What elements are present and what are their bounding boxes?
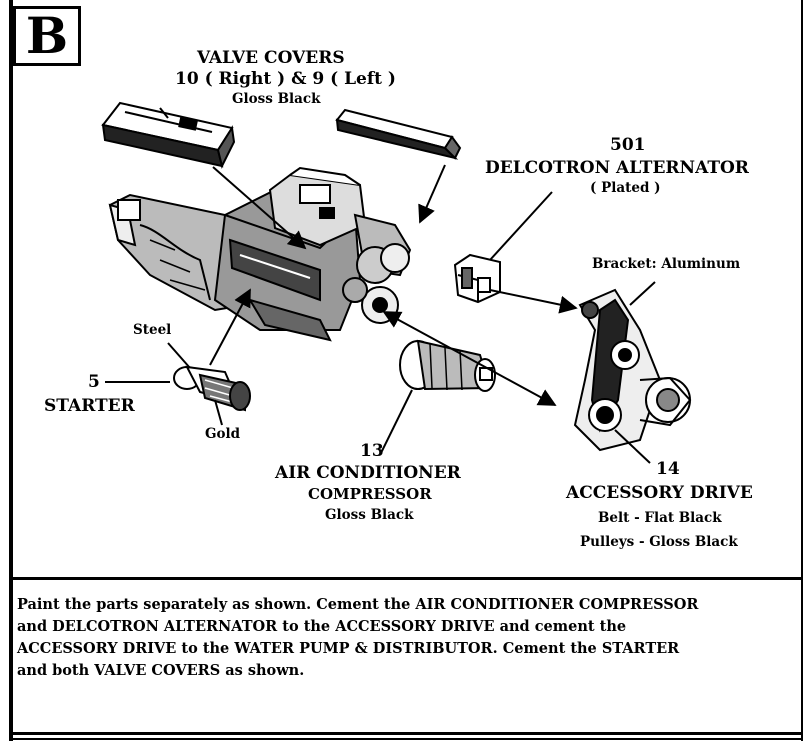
- starter-part-number: 5: [88, 372, 100, 392]
- starter-title: STARTER: [44, 396, 135, 416]
- transmission: [108, 193, 252, 312]
- step-letter-box: B: [13, 6, 81, 66]
- leader-lines: [105, 164, 656, 464]
- bracket-label: Bracket: Aluminum: [592, 256, 741, 272]
- alternator-title: DELCOTRON ALTERNATOR: [485, 158, 749, 178]
- compressor-part-number: 13: [360, 441, 384, 461]
- compressor-title-line2: COMPRESSOR: [308, 485, 432, 503]
- alternator-part-number: 501: [610, 135, 646, 155]
- valve-covers-title: VALVE COVERS: [197, 48, 345, 68]
- instruction-line-1: Paint the parts separately as shown. Cem…: [17, 596, 699, 613]
- alternator-finish: ( Plated ): [590, 180, 661, 196]
- accessory-drive-bracket: [573, 288, 692, 452]
- starter-motor: [173, 365, 251, 412]
- frame-right-border: [801, 0, 803, 741]
- compressor-finish: Gloss Black: [325, 507, 414, 523]
- valve-covers-finish: Gloss Black: [232, 91, 321, 107]
- instructions-divider: [9, 577, 803, 580]
- starter-material-steel: Steel: [133, 322, 172, 338]
- frame-bottom-border-inner: [9, 738, 803, 740]
- frame-bottom-border: [9, 732, 803, 735]
- instruction-line-2: and DELCOTRON ALTERNATOR to the ACCESSOR…: [17, 618, 627, 635]
- water-pump: [342, 243, 410, 324]
- starter-material-gold: Gold: [205, 426, 241, 442]
- accessory-drive-part-number: 14: [656, 459, 680, 479]
- accessory-drive-belt-finish: Belt - Flat Black: [598, 510, 722, 526]
- ac-compressor: [399, 339, 496, 392]
- compressor-title-line1: AIR CONDITIONER: [275, 463, 461, 483]
- valve-cover-left: [335, 108, 462, 160]
- instruction-line-3: ACCESSORY DRIVE to the WATER PUMP & DIST…: [17, 640, 680, 657]
- frame-left-border: [9, 0, 13, 741]
- valve-cover-right: [101, 101, 236, 169]
- accessory-drive-pulleys-finish: Pulleys - Gloss Black: [580, 534, 738, 550]
- engine-assembly-illustration: [101, 101, 692, 464]
- assembly-instructions: Paint the parts separately as shown. Cem…: [17, 594, 798, 682]
- instruction-line-4: and both VALVE COVERS as shown.: [17, 662, 305, 679]
- valve-covers-part-numbers: 10 ( Right ) & 9 ( Left ): [175, 69, 396, 89]
- step-letter: B: [25, 6, 69, 65]
- accessory-drive-title: ACCESSORY DRIVE: [566, 483, 753, 503]
- alternator: [453, 253, 501, 304]
